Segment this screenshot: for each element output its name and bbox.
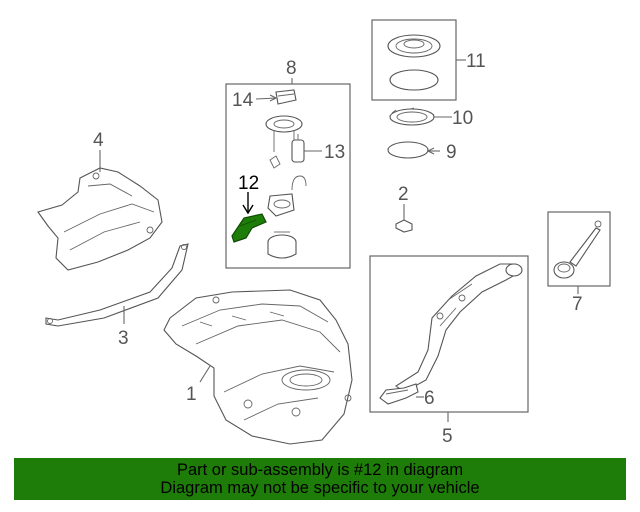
callout-14[interactable]: 14 (232, 90, 254, 111)
arrow-9 (426, 147, 435, 155)
part-11-lid-and-ring[interactable] (387, 34, 441, 91)
pump-module-fittings (267, 155, 307, 259)
callout-12[interactable]: 12 (238, 173, 259, 194)
callout-8[interactable]: 8 (286, 58, 297, 79)
callout-3[interactable]: 3 (118, 328, 129, 349)
part-1-fuel-tank[interactable] (163, 289, 353, 445)
callout-2[interactable]: 2 (398, 184, 409, 205)
callout-11[interactable]: 11 (466, 51, 486, 72)
callout-10[interactable]: 10 (452, 108, 473, 129)
callout-1[interactable]: 1 (186, 384, 197, 405)
pump-module-frame (225, 83, 351, 269)
part-10-lock-ring[interactable] (389, 107, 435, 126)
part-12-bracket[interactable] (231, 213, 267, 243)
part-14-cap[interactable] (275, 89, 297, 105)
callout-13[interactable]: 13 (324, 142, 345, 163)
part-3-tank-strap[interactable] (45, 243, 189, 327)
callout-6[interactable]: 6 (424, 388, 435, 409)
parts-diagram: 4 3 1 8 14 (37, 19, 611, 447)
part-6-hose[interactable] (379, 383, 419, 405)
banner-line-1: Part or sub-assembly is #12 in diagram (176, 461, 464, 479)
filler-neck-frame (369, 255, 529, 413)
leader-1 (199, 365, 211, 383)
arrow-12 (242, 204, 254, 215)
callout-9[interactable]: 9 (446, 142, 457, 163)
callout-5[interactable]: 5 (442, 426, 453, 447)
part-9-gasket[interactable] (387, 141, 429, 159)
callout-7[interactable]: 7 (572, 294, 583, 315)
part-2-clip[interactable] (395, 219, 413, 233)
callout-4[interactable]: 4 (93, 130, 104, 151)
part-7-frame (547, 211, 611, 287)
part-7-fuel-cap[interactable] (553, 220, 602, 279)
part-4-heat-shield[interactable] (37, 167, 163, 271)
arrow-14 (269, 94, 278, 102)
leader-14 (255, 97, 277, 100)
info-banner: Part or sub-assembly is #12 in diagram D… (14, 458, 626, 500)
pump-module-flange (265, 115, 303, 152)
banner-line-2: Diagram may not be specific to your vehi… (160, 479, 480, 497)
part-5-filler-neck[interactable] (395, 263, 523, 393)
